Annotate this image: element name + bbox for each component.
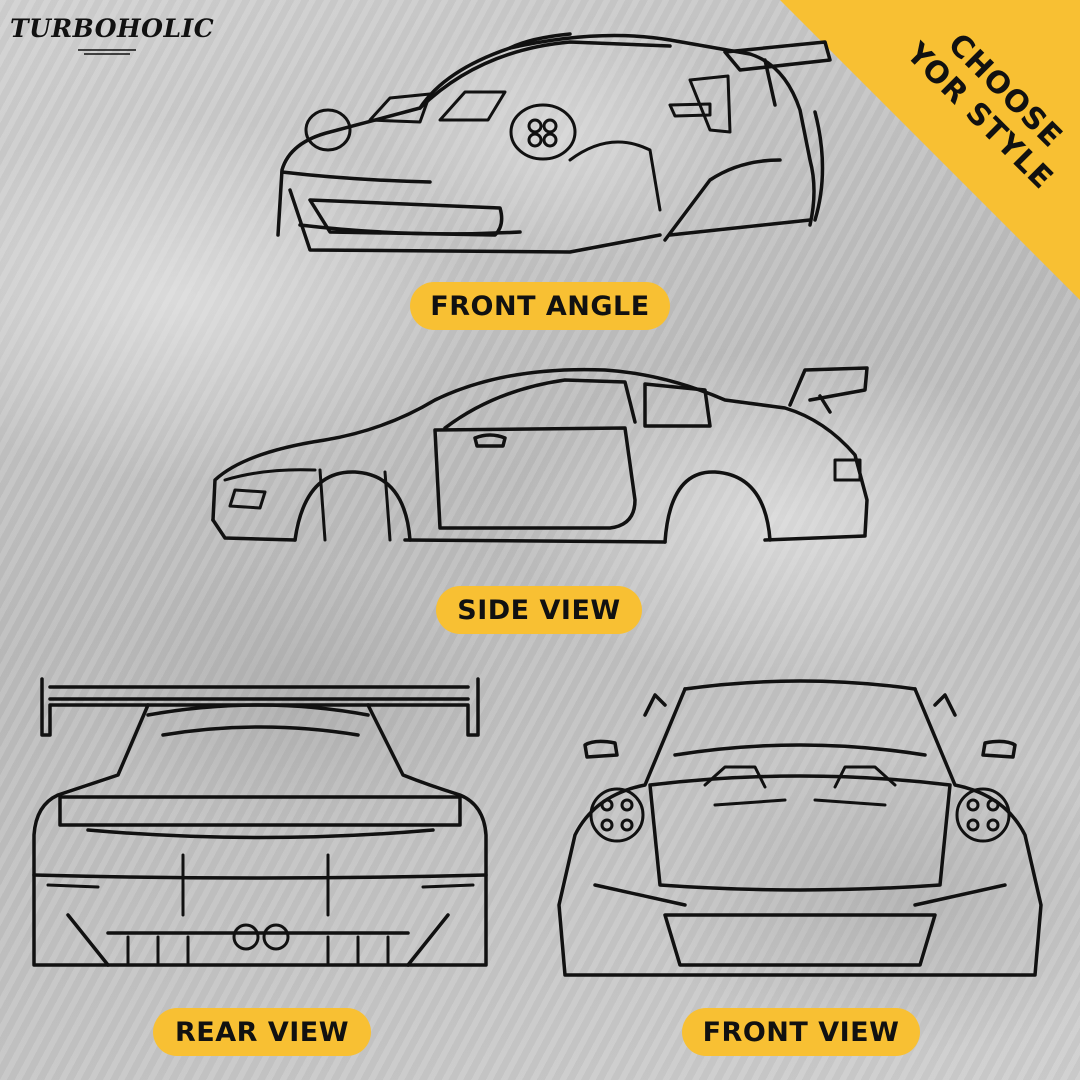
rear-view-label: REAR VIEW [153,1008,371,1056]
style-badge: CHOOSE YOR STYLE [780,0,1080,300]
rear-view-car-illustration [32,677,488,967]
tire-icon [78,49,136,55]
brand-logo: TURBOHOLIC [10,14,222,58]
brand-name: TURBOHOLIC [10,14,215,43]
front-view-car-illustration [557,679,1043,977]
side-view-car-illustration [211,366,869,544]
front-angle-label: FRONT ANGLE [410,282,670,330]
front-angle-car-illustration [276,32,832,254]
front-view-label: FRONT VIEW [682,1008,920,1056]
side-view-label: SIDE VIEW [436,586,642,634]
